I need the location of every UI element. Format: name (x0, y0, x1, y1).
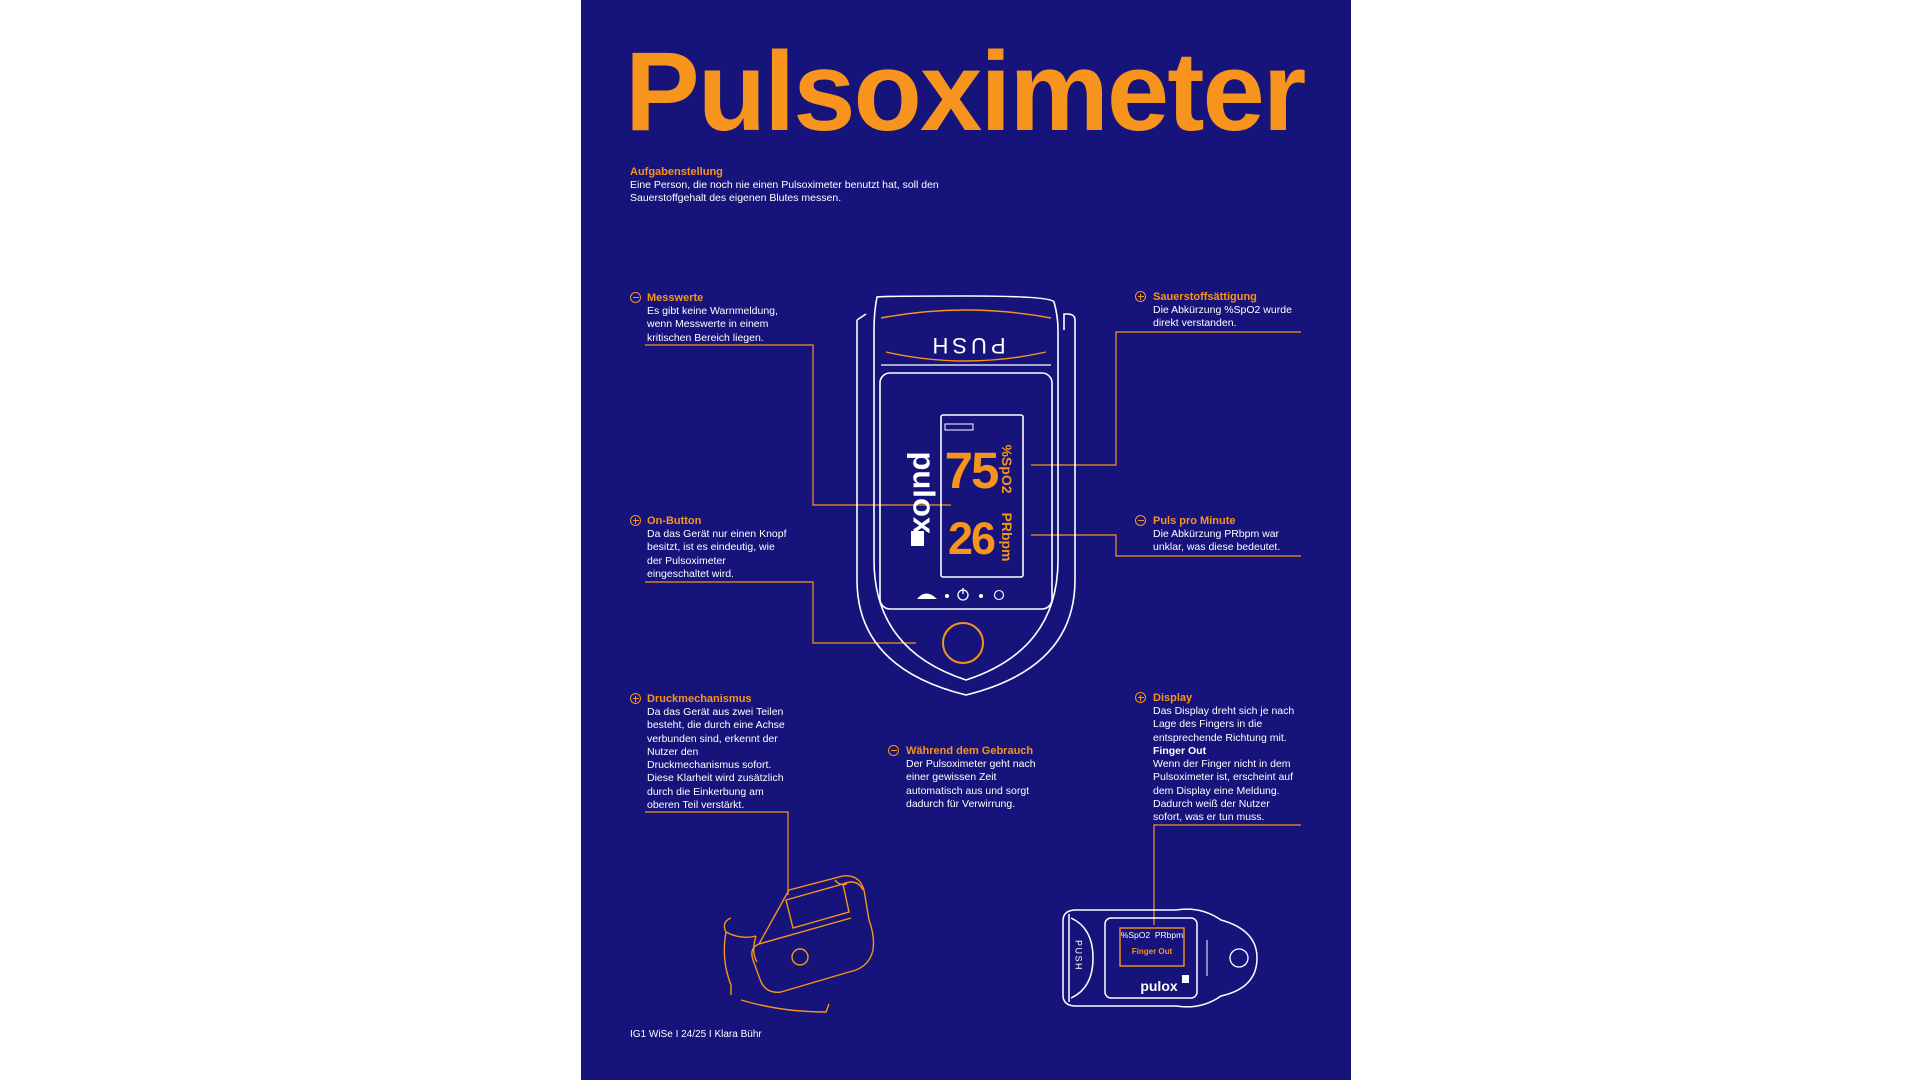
annotation-druck: Druckmechanismus Da das Gerät aus zwei T… (647, 693, 807, 812)
small-display-frame (1119, 927, 1185, 967)
annotation-onbutton: On-Button Da das Gerät nur einen Knopf b… (647, 515, 807, 581)
cap-curves (880, 309, 1052, 362)
annotation-puls: Puls pro Minute Die Abkürzung PRbpm war … (1153, 515, 1323, 555)
spo2-unit: %SpO2 (999, 444, 1015, 494)
leader-puls (1031, 534, 1301, 557)
device-back-shell (856, 313, 1076, 696)
annotation-subtext: Wenn der Finger nicht in dem Pulsoximete… (1153, 758, 1294, 824)
annotation-heading: Druckmechanismus (647, 693, 752, 705)
display-screen (940, 414, 1024, 578)
battery-icon (944, 423, 974, 431)
annotation-text: Da das Gerät aus zwei Teilen besteht, di… (647, 706, 785, 812)
plus-icon (1135, 291, 1146, 302)
annotation-subheading: Finger Out (1153, 744, 1207, 757)
poster: Pulsoximeter Aufgabenstellung Eine Perso… (581, 0, 1351, 1080)
rotate-symbol (993, 589, 1005, 601)
task-text: Eine Person, die noch nie einen Pulsoxim… (630, 179, 939, 205)
annotation-heading: Display (1153, 692, 1193, 704)
display-frame (879, 372, 1053, 610)
signal-icon (917, 593, 937, 599)
annotation-display: Display Das Display dreht sich je nach L… (1153, 692, 1323, 825)
brand-main: pulox (906, 451, 942, 535)
leader-druck (645, 811, 789, 895)
annotation-text: Der Pulsoximeter geht nach einer gewisse… (906, 758, 1036, 810)
task-heading: Aufgabenstellung (630, 166, 723, 178)
leader-onbutton (645, 581, 916, 644)
poster-title: Pulsoximeter (625, 29, 1306, 154)
annotation-text: Es gibt keine Warnmeldung, wenn Messwert… (647, 305, 778, 344)
finger-out-message: Finger Out (1131, 947, 1173, 956)
annotation-text: Das Display dreht sich je nach Lage des … (1153, 705, 1295, 744)
task-block: Aufgabenstellung Eine Person, die noch n… (630, 166, 970, 206)
push-label-small: PUSH (1073, 939, 1084, 971)
minus-icon (1135, 515, 1146, 526)
annotation-heading: On-Button (647, 515, 702, 527)
plus-icon (630, 693, 641, 704)
main-device (856, 295, 1076, 696)
illustration (645, 295, 1301, 1013)
leader-lines (645, 331, 1301, 925)
footer-credit: IG1 WiSe I 24/25 I Klara Bühr (630, 1029, 762, 1040)
annotation-heading: Sauerstoffsättigung (1153, 291, 1257, 303)
push-label-main: PUSH (928, 333, 1006, 358)
annotation-heading: Messwerte (647, 292, 704, 304)
annotation-sauerstoff: Sauerstoffsättigung Die Abkürzung %SpO2 … (1153, 291, 1323, 331)
annotation-heading: Während dem Gebrauch (906, 745, 1034, 757)
device-outer-shell (873, 295, 1059, 681)
annotation-text: Die Abkürzung %SpO2 wurde direkt verstan… (1153, 304, 1292, 330)
plus-icon (630, 515, 641, 526)
finger-device-sketch (723, 875, 875, 1013)
leader-messwerte (645, 344, 951, 506)
leader-sauerstoff (1031, 331, 1301, 466)
minus-icon (888, 745, 899, 756)
minus-icon (630, 292, 641, 303)
pulse-unit: PRbpm (999, 512, 1015, 562)
small-device (1062, 908, 1258, 1008)
small-display-units: %SpO2 PRbpm (1120, 930, 1184, 940)
leader-display (1153, 824, 1301, 925)
pulse-value: 26 (947, 513, 996, 564)
annotation-heading: Puls pro Minute (1153, 515, 1236, 527)
spo2-value: 75 (944, 442, 1000, 499)
annotation-messwerte: Messwerte Es gibt keine Warnmeldung, wen… (647, 292, 807, 345)
display-indicators (911, 531, 983, 599)
small-brand-square (1182, 975, 1189, 983)
annotation-text: Die Abkürzung PRbpm war unklar, was dies… (1153, 528, 1281, 554)
brand-small: pulox (1140, 978, 1178, 994)
plus-icon (1135, 692, 1146, 703)
power-button-ring (942, 622, 984, 664)
brand-square (911, 531, 924, 546)
annotation-gebrauch: Während dem Gebrauch Der Pulsoximeter ge… (906, 745, 1066, 811)
annotation-text: Da das Gerät nur einen Knopf besitzt, is… (647, 528, 787, 580)
